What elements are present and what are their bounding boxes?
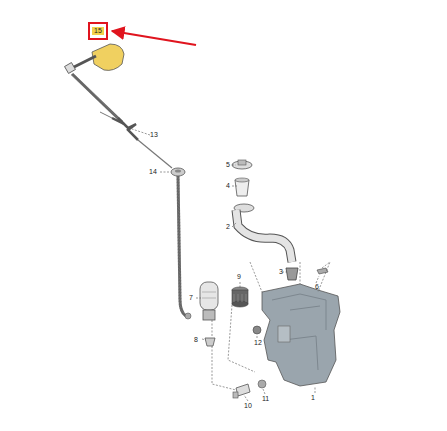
callout-number: 13	[150, 131, 158, 139]
callout-number: 15	[92, 27, 104, 35]
callout-number: 8	[194, 336, 198, 344]
callout-number: 4	[226, 182, 230, 190]
callout-number: 1	[311, 394, 315, 402]
callout-number: 6	[315, 283, 319, 291]
highlight-box: 15	[88, 22, 108, 40]
callout-number: 5	[226, 161, 230, 169]
callout-number: 11	[262, 395, 269, 403]
callout-number: 9	[237, 273, 241, 281]
callout-number: 3	[279, 268, 283, 276]
callout-number: 10	[244, 402, 252, 410]
callout-number: 7	[189, 294, 193, 302]
callout-number: 2	[226, 223, 230, 231]
callout-number: 12	[254, 339, 262, 347]
callout-number: 14	[149, 168, 157, 176]
